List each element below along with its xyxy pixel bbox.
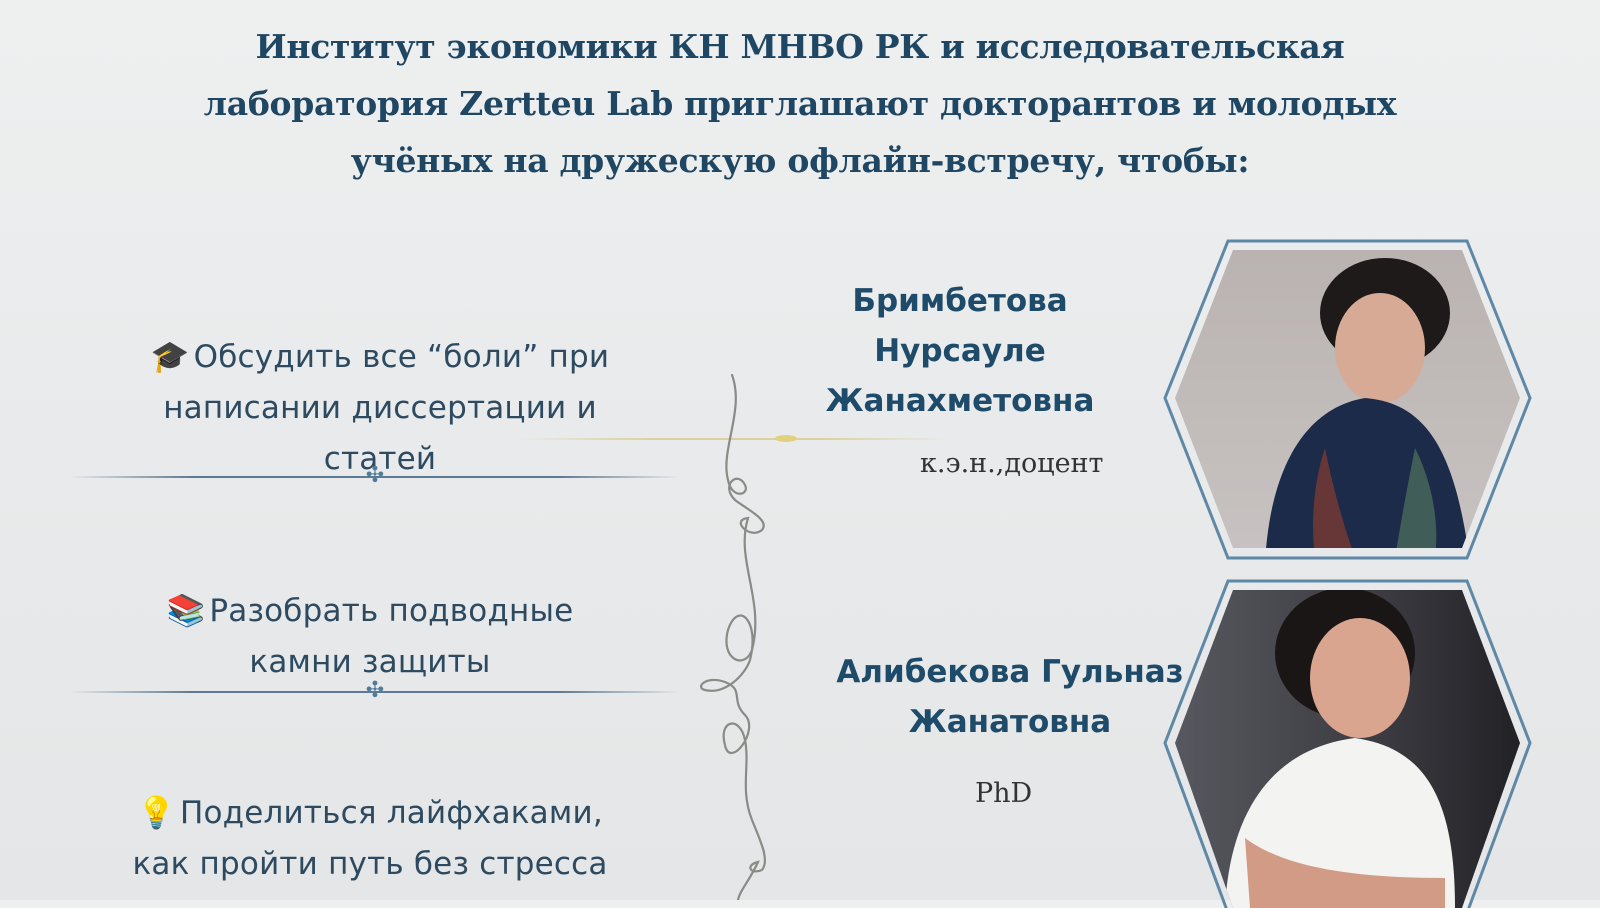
- books-icon: 📚: [166, 593, 206, 629]
- light-bulb-icon: 💡: [137, 795, 176, 831]
- invitation-headline: Институт экономики КН МНВО РК и исследов…: [100, 18, 1500, 189]
- speaker-2-surname-first-name: Алибекова Гульназ: [836, 654, 1184, 690]
- goal-2-line-1: Разобрать подводные: [209, 593, 574, 629]
- gold-ornament-icon: [775, 435, 797, 442]
- goal-item-discuss-pains: 🎓Обсудить все “боли” при написании диссе…: [80, 332, 680, 485]
- goal-3-line-1: Поделиться лайфхаками,: [179, 795, 603, 831]
- speaker-2-name: Алибекова Гульназ Жанатовна: [820, 647, 1200, 747]
- headline-line-2: лаборатория Zertteu Lab приглашают докто…: [203, 84, 1397, 123]
- speaker-1-photo: [1163, 239, 1532, 560]
- speaker-1-title: к.э.н.,доцент: [920, 448, 1104, 479]
- goal-1-line-1: Обсудить все “боли” при: [193, 339, 610, 375]
- goal-item-defense-pitfalls: 📚Разобрать подводные камни защиты: [70, 586, 670, 688]
- speaker-1-patronymic: Жанахметовна: [825, 383, 1095, 419]
- gold-accent-line: [520, 435, 950, 442]
- goal-3-line-2: как пройти путь без стресса: [132, 846, 608, 882]
- speaker-1-first-name: Нурсауле: [874, 333, 1046, 369]
- goal-2-line-2: камни защиты: [249, 644, 491, 680]
- speaker-2-patronymic: Жанатовна: [908, 704, 1112, 740]
- graduation-cap-icon: 🎓: [150, 339, 190, 375]
- speaker-2-photo: [1163, 579, 1532, 908]
- section-divider: ✣: [70, 465, 680, 487]
- ornament-icon: ✣: [365, 463, 385, 488]
- headline-line-1: Институт экономики КН МНВО РК и исследов…: [255, 27, 1345, 66]
- goal-item-lifehacks: 💡Поделиться лайфхаками, как пройти путь …: [60, 788, 680, 890]
- section-divider: ✣: [70, 680, 680, 702]
- decorative-swirl-icon: [699, 373, 767, 900]
- speaker-1-name: Бримбетова Нурсауле Жанахметовна: [790, 276, 1130, 426]
- headline-line-3: учёных на дружескую офлайн-встречу, чтоб…: [350, 141, 1250, 180]
- speaker-2-title: PhD: [975, 778, 1033, 809]
- speaker-1-surname: Бримбетова: [852, 283, 1068, 319]
- goal-1-line-2: написании диссертации и: [163, 390, 597, 426]
- goal-1-line-3: статей: [323, 441, 437, 477]
- ornament-icon: ✣: [365, 678, 385, 703]
